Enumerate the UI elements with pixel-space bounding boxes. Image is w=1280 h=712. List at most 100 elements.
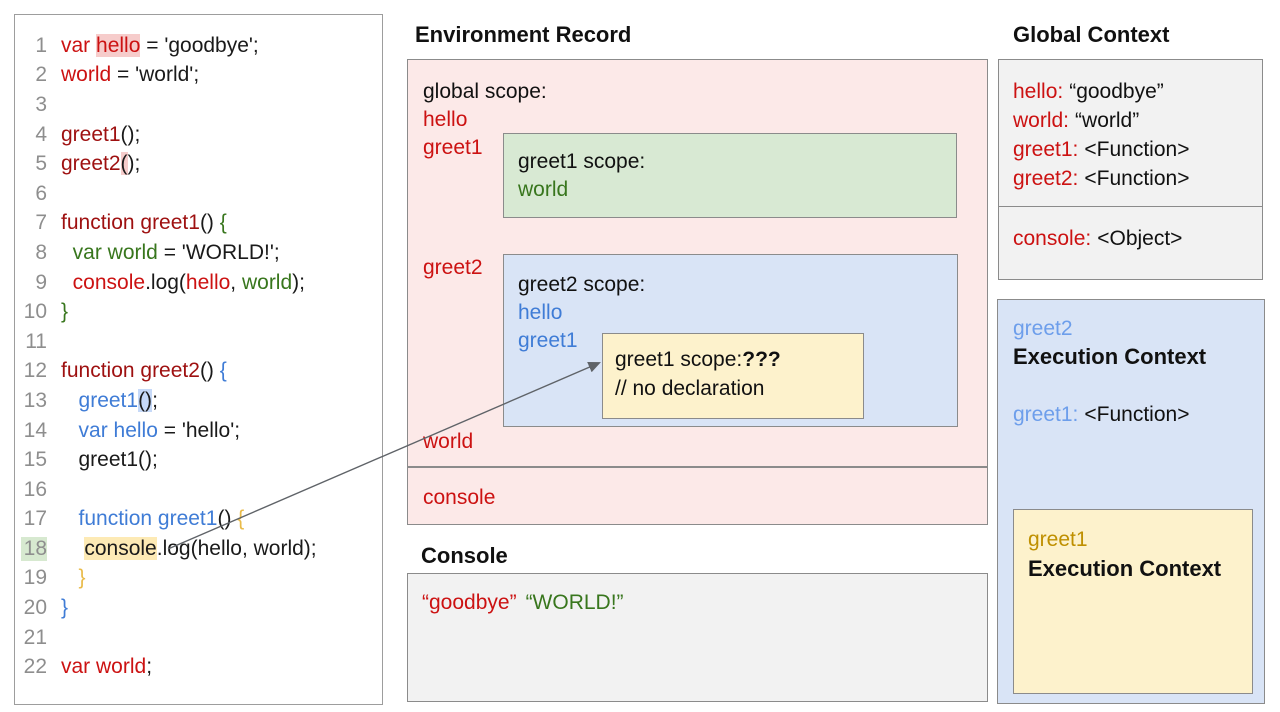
console-output: “goodbye” “WORLD!”	[422, 591, 633, 615]
code-line: 14 var hello = 'hello';	[21, 416, 382, 446]
greet2-scope-label: greet2 scope:	[518, 273, 646, 296]
code-line: 19 }	[21, 564, 382, 594]
code-line: 13 greet1();	[21, 386, 382, 416]
line-number: 11	[25, 329, 47, 353]
code-line: 8 var world = 'WORLD!';	[21, 238, 382, 268]
code-text: world = 'world';	[61, 63, 200, 87]
code-text: console.log(hello, world);	[84, 536, 317, 560]
code-line: 10}	[21, 297, 382, 327]
code-lines: 1 var hello = 'goodbye'; 2 world = 'world';…	[15, 15, 382, 682]
console-output-box: “goodbye” “WORLD!”	[407, 573, 988, 702]
greet2-scope-var-hello: hello	[518, 301, 563, 324]
greet1-ec-name: greet1	[1028, 528, 1088, 551]
console-output-value: “WORLD!”	[525, 591, 624, 614]
line-number: 10	[23, 300, 47, 324]
greet1-scope-label: greet1 scope:	[518, 150, 646, 173]
code-line: 7 function greet1() {	[21, 209, 382, 239]
inner-scope-label: greet1 scope:???	[615, 348, 781, 371]
global-scope-label: global scope:	[423, 80, 547, 103]
global-var-hello: hello	[423, 108, 468, 131]
code-text: var hello = 'goodbye';	[61, 33, 259, 57]
global-context-title: Global Context	[1013, 22, 1170, 47]
console-output-value: “goodbye”	[422, 591, 517, 614]
greet2-scope-var-greet1: greet1	[518, 329, 578, 352]
greet1-inner-scope-box: greet1 scope:??? // no declaration	[602, 333, 864, 419]
code-line: 20}	[21, 593, 382, 623]
line-number: 19	[23, 566, 47, 590]
inner-scope-question: ???	[742, 348, 781, 371]
code-text: }	[78, 566, 86, 590]
code-text: }	[61, 300, 69, 324]
code-text: console.log(hello, world);	[72, 270, 305, 294]
code-text: var world = 'WORLD!';	[72, 240, 280, 264]
code-panel: 1 var hello = 'goodbye'; 2 world = 'world';…	[14, 14, 383, 705]
code-text: function greet1() {	[61, 211, 227, 235]
context-entry: greet1:<Function>	[1013, 138, 1190, 161]
global-var-world: world	[423, 430, 474, 453]
line-number: 4	[35, 122, 47, 146]
greet2-execution-context-box: greet2 Execution Context greet1:<Functio…	[997, 299, 1265, 704]
line-number: 15	[23, 448, 47, 472]
code-line: 18 console.log(hello, world);	[21, 534, 382, 564]
console-entry: console:<Object>	[1013, 227, 1183, 250]
code-text: var world;	[61, 655, 153, 679]
code-text: function greet1() {	[78, 507, 245, 531]
greet2-scope-box: greet2 scope: hello greet1 greet1 scope:…	[503, 254, 958, 427]
code-text: greet2();	[61, 152, 141, 176]
inner-scope-comment: // no declaration	[615, 377, 765, 400]
code-text: }	[61, 596, 69, 620]
global-scope-box: global scope: hello greet1 greet2 world …	[407, 59, 988, 467]
global-var-greet2: greet2	[423, 256, 483, 279]
line-number: 16	[23, 477, 47, 501]
console-title: Console	[421, 543, 508, 568]
line-number: 8	[35, 240, 47, 264]
code-line: 16	[21, 475, 382, 505]
code-line: 2 world = 'world';	[21, 61, 382, 91]
code-text: greet1();	[78, 388, 158, 412]
line-number: 12	[23, 359, 47, 383]
code-line: 12 function greet2() {	[21, 357, 382, 387]
code-line: 17 function greet1() {	[21, 505, 382, 535]
line-number: 1	[35, 33, 47, 57]
code-line: 9 console.log(hello, world);	[21, 268, 382, 298]
line-number: 3	[35, 92, 47, 116]
context-entry: hello:“goodbye”	[1013, 80, 1164, 103]
greet1-ec-label: Execution Context	[1028, 556, 1222, 581]
line-number: 18	[21, 536, 47, 561]
line-number: 22	[23, 655, 47, 679]
greet1-execution-context-box: greet1 Execution Context	[1013, 509, 1253, 694]
code-line: 3	[21, 90, 382, 120]
line-number: 20	[23, 596, 47, 620]
global-context-entries: hello:“goodbye” world:“world” greet1:<Func…	[999, 60, 1262, 207]
code-line: 21	[21, 623, 382, 653]
greet1-scope-var-world: world	[518, 178, 569, 201]
global-var-console: console	[423, 486, 496, 509]
greet1-scope-box: greet1 scope: world	[503, 133, 957, 218]
greet2-ec-label: Execution Context	[1013, 344, 1207, 369]
code-line: 22 var world;	[21, 652, 382, 682]
greet2-ec-entry: greet1:<Function>	[1013, 403, 1190, 426]
line-number: 17	[23, 507, 47, 531]
greet2-ec-name: greet2	[1013, 317, 1073, 340]
code-text: greet1();	[61, 448, 158, 472]
global-var-greet1: greet1	[423, 136, 483, 159]
environment-record-title: Environment Record	[415, 22, 632, 47]
line-number: 7	[35, 211, 47, 235]
code-text: function greet2() {	[61, 359, 227, 383]
global-context-box: hello:“goodbye” world:“world” greet1:<Func…	[998, 59, 1263, 280]
line-number: 2	[35, 63, 47, 87]
line-number: 14	[23, 418, 47, 442]
code-line: 6	[21, 179, 382, 209]
console-var-box: console	[407, 467, 988, 525]
global-context-console-section: console:<Object>	[999, 209, 1262, 279]
context-entry: greet2:<Function>	[1013, 167, 1190, 190]
line-number: 13	[23, 388, 47, 412]
line-number: 21	[23, 625, 47, 649]
context-entry: world:“world”	[1013, 109, 1140, 132]
code-text: var hello = 'hello';	[78, 418, 241, 442]
line-number: 6	[35, 181, 47, 205]
line-number: 9	[35, 270, 47, 294]
